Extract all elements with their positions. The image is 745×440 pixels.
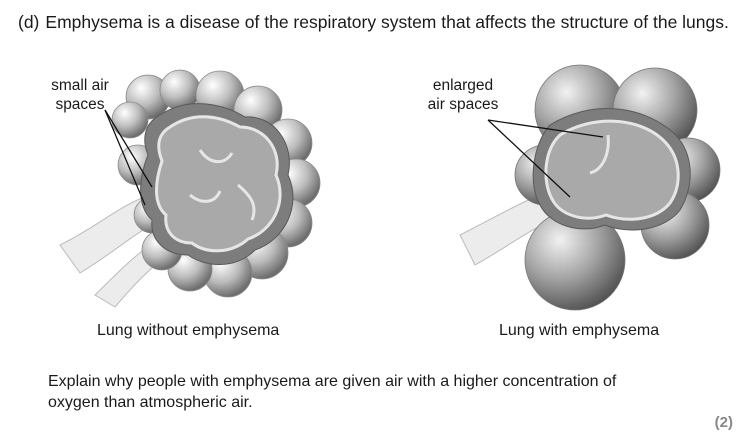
question-prompt: Explain why people with emphysema are gi… — [48, 371, 708, 413]
question-stem: (d)Emphysema is a disease of the respira… — [18, 12, 729, 33]
prompt-line-1: Explain why people with emphysema are gi… — [48, 373, 617, 390]
left-figure-caption: Lung without emphysema — [97, 322, 280, 339]
right-figure-caption: Lung with emphysema — [499, 322, 660, 339]
question-text: Emphysema is a disease of the respirator… — [45, 12, 729, 32]
question-label: (d) — [18, 12, 40, 32]
marks-indicator: (2) — [714, 414, 733, 431]
right-figure-label: enlarged air spaces — [427, 77, 499, 113]
prompt-line-2: oxygen than atmospheric air. — [48, 394, 253, 411]
emphysema-lung-illustration — [459, 64, 721, 311]
left-figure-label: small air spaces — [51, 77, 109, 113]
healthy-lung-illustration — [59, 69, 321, 308]
